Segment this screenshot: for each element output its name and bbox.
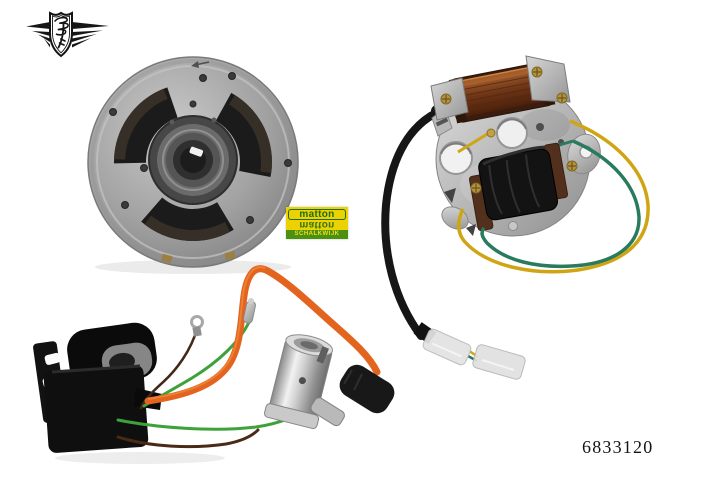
wire-brown-long xyxy=(116,428,260,449)
logo-right-wing xyxy=(72,22,109,48)
rubber-boot xyxy=(339,364,395,414)
stator-wire-green xyxy=(480,139,641,269)
plate-center-hole xyxy=(496,117,528,149)
lighting-coil-black xyxy=(468,142,569,232)
watermark-badge: matton matton SCHALKWIJK xyxy=(286,207,348,239)
brass-screws xyxy=(440,66,578,231)
ignition-source-coil-copper xyxy=(448,61,556,124)
winged-shield-logo xyxy=(26,11,109,58)
ht-lead-orange xyxy=(144,265,381,405)
stator-wire-yellow xyxy=(457,119,650,274)
rim-keyway-notches xyxy=(161,251,236,264)
stator-assembly xyxy=(381,55,650,380)
watermark-top: matton matton xyxy=(286,207,348,230)
flywheel-rotor xyxy=(87,56,299,274)
mounting-slot-top xyxy=(44,352,61,365)
connector-sleeves xyxy=(413,322,526,380)
watermark-name: matton xyxy=(288,209,346,220)
logo-left-wing xyxy=(26,22,50,48)
bullet-terminal xyxy=(243,298,256,324)
spark-plug-cap xyxy=(263,334,345,430)
logo-monogram xyxy=(54,16,69,49)
logo-shield xyxy=(49,11,73,58)
timing-arrow-mark xyxy=(191,61,210,68)
flywheel-slots xyxy=(114,87,272,242)
product-number: 6833120 xyxy=(582,437,654,457)
ignition-coil-unit xyxy=(33,322,225,464)
watermark-name-mirrored: matton xyxy=(299,219,335,230)
flywheel-holes xyxy=(109,72,292,224)
stator-ground-cable xyxy=(381,108,442,340)
keyway-slot xyxy=(189,146,204,157)
flywheel-hub xyxy=(148,115,238,205)
ring-terminal xyxy=(190,315,204,337)
watermark-city: SCHALKWIJK xyxy=(286,230,348,239)
flywheel-rivets xyxy=(169,117,217,125)
